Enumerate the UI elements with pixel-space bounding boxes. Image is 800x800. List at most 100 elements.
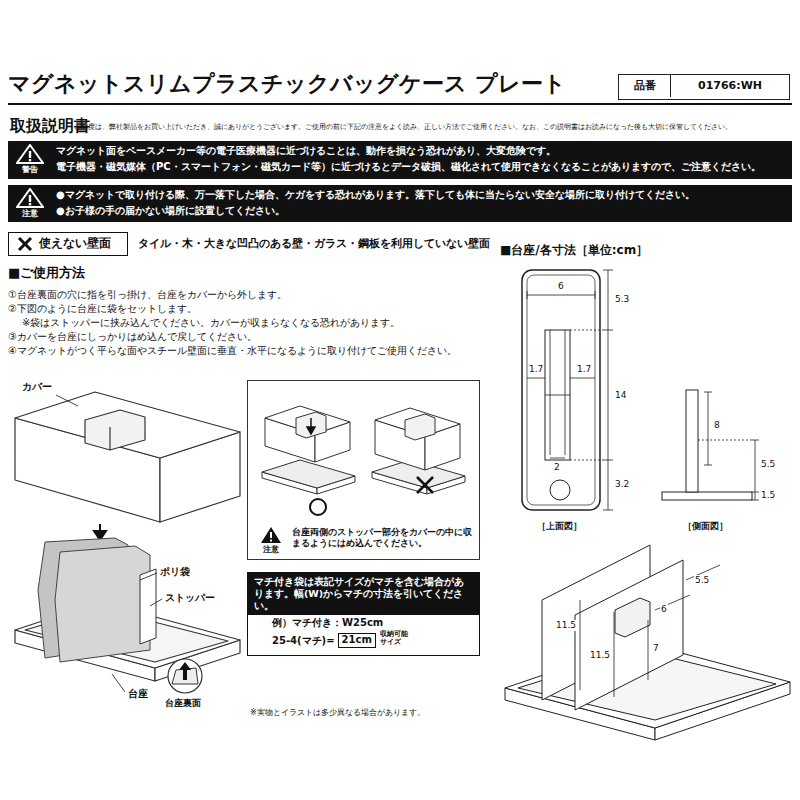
stopper [140, 569, 156, 644]
side-view [686, 390, 698, 492]
label-text: カバー [22, 381, 52, 394]
dimension-line [614, 612, 615, 697]
cover-drawing [15, 392, 240, 458]
top-view [565, 330, 566, 455]
top-view [550, 480, 570, 500]
inset-wrong [372, 408, 465, 494]
box-text: 品番 [619, 75, 671, 97]
dimension-line [570, 330, 603, 331]
inset-correct [262, 460, 355, 488]
inset-correct [296, 412, 326, 438]
dimension-label: 5.3 [614, 294, 630, 305]
warning-icon [17, 145, 43, 163]
dimension-label: 1.7 [576, 364, 592, 375]
caution-icon [261, 527, 281, 543]
warning-icon [29, 203, 31, 205]
top-view [522, 270, 600, 510]
caution-panel: 注意台座両側のストッパー部分をカバーの中に収まるようにはめ込んでください。 [247, 380, 480, 560]
cross-icon [19, 238, 31, 250]
label-text: ■ご使用方法 [8, 265, 85, 281]
dimension-label: 11.5 [555, 620, 577, 631]
dimension-line [527, 378, 545, 379]
cover-drawing [109, 427, 110, 450]
dimension-line [708, 392, 709, 465]
cover-drawing [85, 410, 145, 450]
dimension-line [603, 270, 613, 271]
ng-mark [417, 477, 433, 493]
dimension-line [698, 440, 751, 441]
dimension-line [603, 510, 613, 511]
top-view [545, 330, 570, 460]
ok-mark [310, 499, 326, 515]
dimension-label: 5.5 [694, 575, 710, 586]
caution-icon [270, 540, 272, 542]
box-text: マチ付き袋は表記サイズがマチを含む場合があります。幅(W)からマチの寸法を引いて… [248, 573, 479, 615]
dimension-label: 11.5 [589, 650, 611, 661]
box-text: 注意 [254, 545, 288, 555]
label-text: ①台座裏面の穴に指を引っ掛け、台座をカバーから外します。 [8, 289, 287, 302]
box-text: 例）マチ付き：W25cm [272, 617, 383, 630]
ng-mark [417, 477, 433, 493]
cross-icon [17, 236, 33, 252]
leader-line [150, 599, 162, 606]
dimension-line [751, 492, 759, 493]
dimension-line [603, 330, 613, 331]
box-text: 警告 [12, 165, 48, 175]
box-text: 収納可能サイズ [380, 630, 412, 646]
dimension-label: 2 [553, 462, 561, 473]
warning-icon [16, 188, 44, 208]
rule-line [8, 103, 792, 105]
label-text: 台座裏面 [165, 698, 201, 709]
label-text: ■台座/各寸法［単位:cm］ [500, 243, 648, 258]
warning-band: 警告マグネット面をペースメーカー等の電子医療機器に近づけることは、動作を損なう恐… [8, 141, 792, 179]
label-text: ポリ袋 [160, 566, 190, 579]
poly-bag [38, 538, 150, 662]
dimension-line [570, 378, 595, 379]
label-text: ③カバーを台座にしっかりはめ込んで戻してください。 [8, 331, 257, 344]
poly-bag [55, 546, 150, 662]
label-text: この度は、弊社製品をお買い上げいただき、誠にありがとうございます。ご使用の前に下… [74, 123, 792, 132]
box-text: 注意 [12, 209, 48, 219]
box-text: マグネット面をペースメーカー等の電子医療機器に近づけることは、動作を損なう恐れが… [56, 145, 786, 158]
leader-line [140, 573, 157, 580]
dimension-line [580, 565, 720, 697]
gusset-note-box: マチ付き袋は表記サイズがマチを含む場合があります。幅(W)からマチの寸法を引いて… [247, 572, 480, 656]
top-view [522, 270, 600, 510]
dimension-label: 3.2 [614, 479, 630, 490]
unusable-wall-box: 使えない壁面 [8, 232, 128, 256]
dimension-label: 7 [652, 643, 660, 654]
base-underside-inset [168, 659, 202, 693]
ok-mark [310, 499, 326, 515]
box-text: 台座両側のストッパー部分をカバーの中に収まるようにはめ込んでください。 [292, 527, 474, 550]
label-text: ※袋はストッパーに挟み込んでください。カバーが収まらなくなる恐れがあります。 [22, 317, 400, 330]
stopper [140, 569, 156, 644]
dimension-line [595, 291, 596, 299]
cross-icon [19, 238, 31, 250]
title: マグネットスリムプラスチックバッグケース プレート [8, 70, 566, 98]
inset-wrong [405, 414, 435, 440]
label-text: ④マグネットがつく平らな面やスチール壁面に垂直・水平になるように取り付けてご使用… [8, 345, 457, 358]
dimension-line [527, 270, 613, 510]
dimension-label: 6 [557, 281, 565, 292]
dimension-line [550, 458, 565, 459]
label-text: ※実物とイラストは多少異なる場合があります。 [250, 708, 425, 718]
dimension-line [603, 460, 613, 461]
box-text: 使えない壁面 [39, 236, 111, 251]
side-view [662, 492, 752, 500]
dimension-line [580, 600, 581, 690]
base-3d [575, 560, 683, 710]
base-3d [505, 545, 790, 740]
dimension-label: 5.5 [760, 459, 776, 470]
base-underside-inset [168, 659, 202, 693]
dimension-label: 6 [660, 604, 668, 615]
label-text: ②下図のように台座に袋をセットします。 [8, 303, 197, 316]
box-text: ●マグネットで取り付ける際、万一落下した場合、ケガをする恐れがあります。落下して… [56, 189, 786, 202]
top-view [545, 395, 570, 396]
box-text: 01766:WH [671, 75, 789, 97]
dimension-line [608, 270, 609, 510]
caution-icon [270, 532, 272, 538]
rule-line [8, 103, 792, 105]
dimension-line [648, 620, 649, 680]
